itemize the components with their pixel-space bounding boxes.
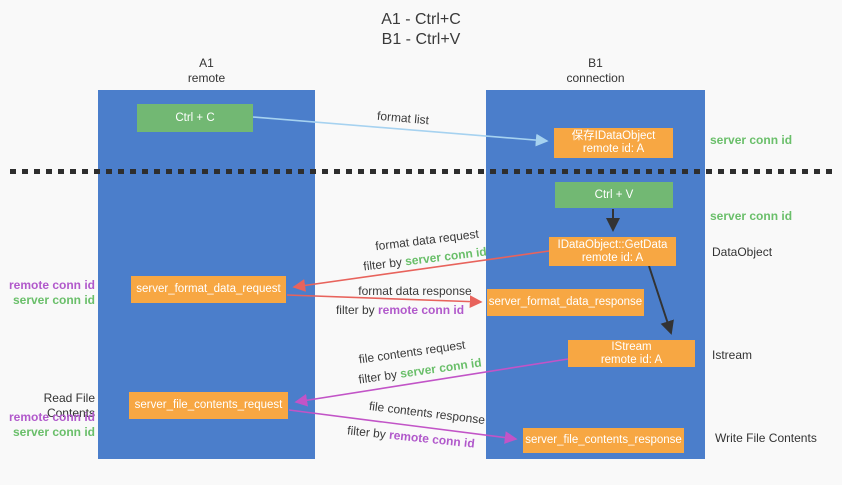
- server-conn-id-label-mid: server conn id: [710, 209, 793, 223]
- server-file-contents-response-node: server_file_contents_response: [523, 428, 684, 453]
- lane-a1-header: A1 remote: [98, 56, 315, 86]
- ctrl-v-node: Ctrl + V: [555, 182, 673, 208]
- title-line-b1: B1 - Ctrl+V: [381, 31, 461, 48]
- server-conn-id-label: server conn id: [12, 293, 95, 307]
- server-format-data-request-node: server_format_data_request: [131, 276, 286, 303]
- server-file-contents-request-node: server_file_contents_request: [129, 392, 288, 419]
- file-request-label: server_file_contents_request: [134, 399, 283, 411]
- format-request-label: server_format_data_request: [136, 283, 281, 295]
- lane-b1-subtitle: connection: [566, 71, 625, 85]
- filter-by-text: filter by: [335, 303, 375, 317]
- ctrl-v-label: Ctrl + V: [594, 188, 634, 201]
- lane-a1-subtitle: remote: [187, 71, 226, 85]
- istream-node: IStream remote id: A: [568, 340, 695, 367]
- remote-conn-id-label: remote conn id: [8, 278, 95, 292]
- save-idataobject-title: 保存IDataObject: [571, 130, 656, 142]
- lane-b1-header: B1 connection: [486, 56, 705, 86]
- format-list-label: format list: [376, 108, 430, 128]
- server-conn-id-label-top: server conn id: [710, 133, 793, 147]
- lane-a1-name: A1: [199, 56, 214, 70]
- remote-conn-id-label: remote conn id: [8, 410, 95, 424]
- remote-conn-id-keyword: remote conn id: [388, 427, 476, 451]
- read-file-contents-label-group: Read File Contents: [0, 391, 95, 421]
- read-file-contents-label: Read File Contents: [43, 391, 95, 420]
- server-conn-id-keyword: server conn id: [399, 355, 483, 381]
- istream-title: IStream: [611, 340, 652, 353]
- format-response-label: server_format_data_response: [488, 296, 643, 308]
- idataobject-getdata-node: IDataObject::GetData remote id: A: [549, 237, 676, 266]
- getdata-title: IDataObject::GetData: [557, 238, 668, 251]
- server-format-data-response-node: server_format_data_response: [487, 289, 644, 316]
- filter-by-text: filter by: [357, 367, 398, 387]
- format-response-filter-label: filter by remote conn id: [336, 303, 464, 317]
- file-contents-response-label: file contents response: [368, 398, 486, 428]
- save-idataobject-remote-id: remote id: A: [582, 143, 645, 155]
- title-line-a1: A1 - Ctrl+C: [381, 11, 461, 28]
- file-response-label: server_file_contents_response: [525, 434, 682, 446]
- getdata-remote-id: remote id: A: [581, 251, 644, 264]
- diagram-title: A1 - Ctrl+C B1 - Ctrl+V: [341, 10, 501, 50]
- file-conn-id-labels: remote conn id server conn id: [0, 410, 95, 440]
- file-response-filter-label: filter by remote conn id: [347, 423, 476, 450]
- save-idataobject-node: 保存IDataObject remote id: A: [554, 128, 673, 158]
- phase-separator-dotted-line: [10, 169, 834, 174]
- format-conn-id-labels: remote conn id server conn id: [0, 278, 95, 308]
- ctrl-c-node: Ctrl + C: [137, 104, 253, 132]
- server-conn-id-label: server conn id: [12, 425, 95, 439]
- remote-conn-id-keyword: remote conn id: [378, 303, 465, 317]
- istream-remote-id: remote id: A: [600, 353, 663, 366]
- dataobject-label: DataObject: [712, 245, 773, 259]
- istream-side-label: Istream: [712, 348, 753, 362]
- format-data-response-label: format data response: [358, 284, 472, 298]
- filter-by-text: filter by: [346, 423, 387, 442]
- write-file-contents-label: Write File Contents: [715, 431, 817, 445]
- lane-b1-name: B1: [588, 56, 603, 70]
- ctrl-c-label: Ctrl + C: [175, 111, 215, 124]
- filter-by-text: filter by: [362, 254, 403, 274]
